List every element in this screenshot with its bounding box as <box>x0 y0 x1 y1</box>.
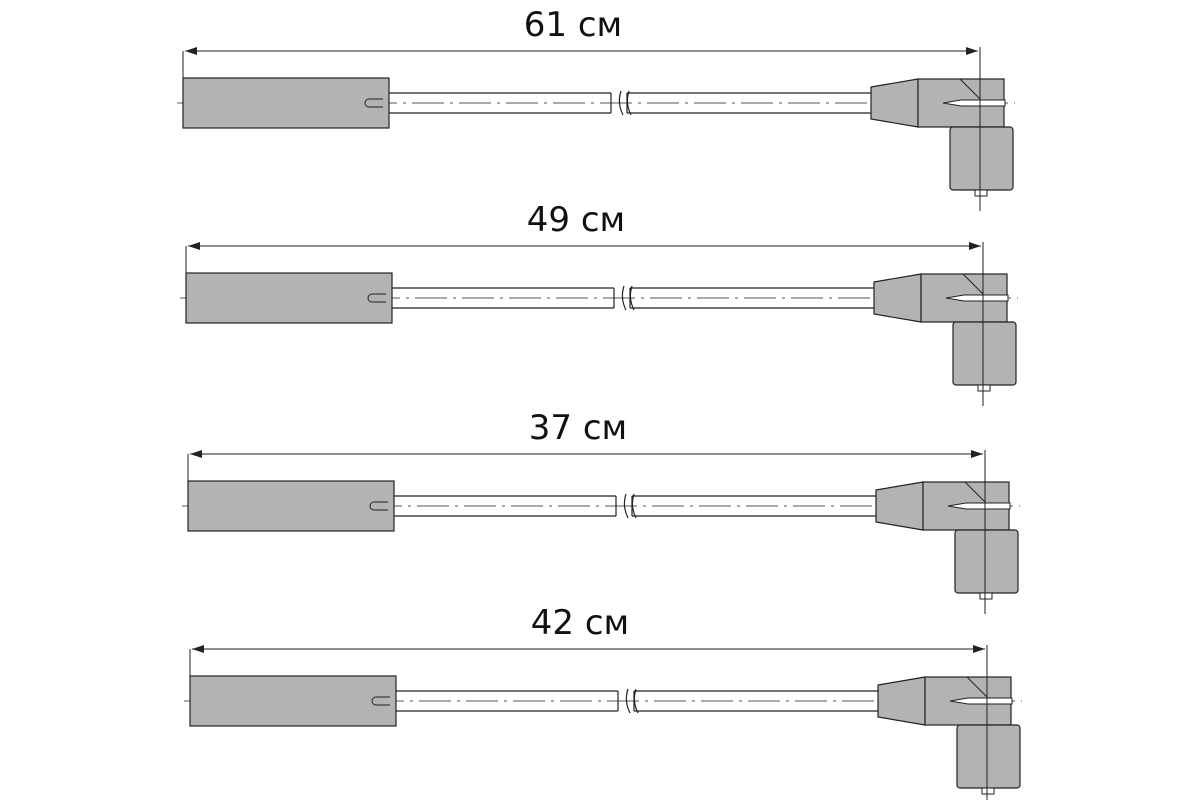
cable-length-label: 37 см <box>529 408 627 448</box>
cable-1: 61 см <box>176 5 1016 212</box>
cable-length-label: 42 см <box>531 603 629 643</box>
cable-length-label: 49 см <box>527 200 625 240</box>
cable-3: 37 см <box>181 408 1021 615</box>
cable-length-label: 61 см <box>524 5 622 45</box>
cable-4: 42 см <box>183 603 1023 800</box>
cable-2: 49 см <box>179 200 1019 407</box>
